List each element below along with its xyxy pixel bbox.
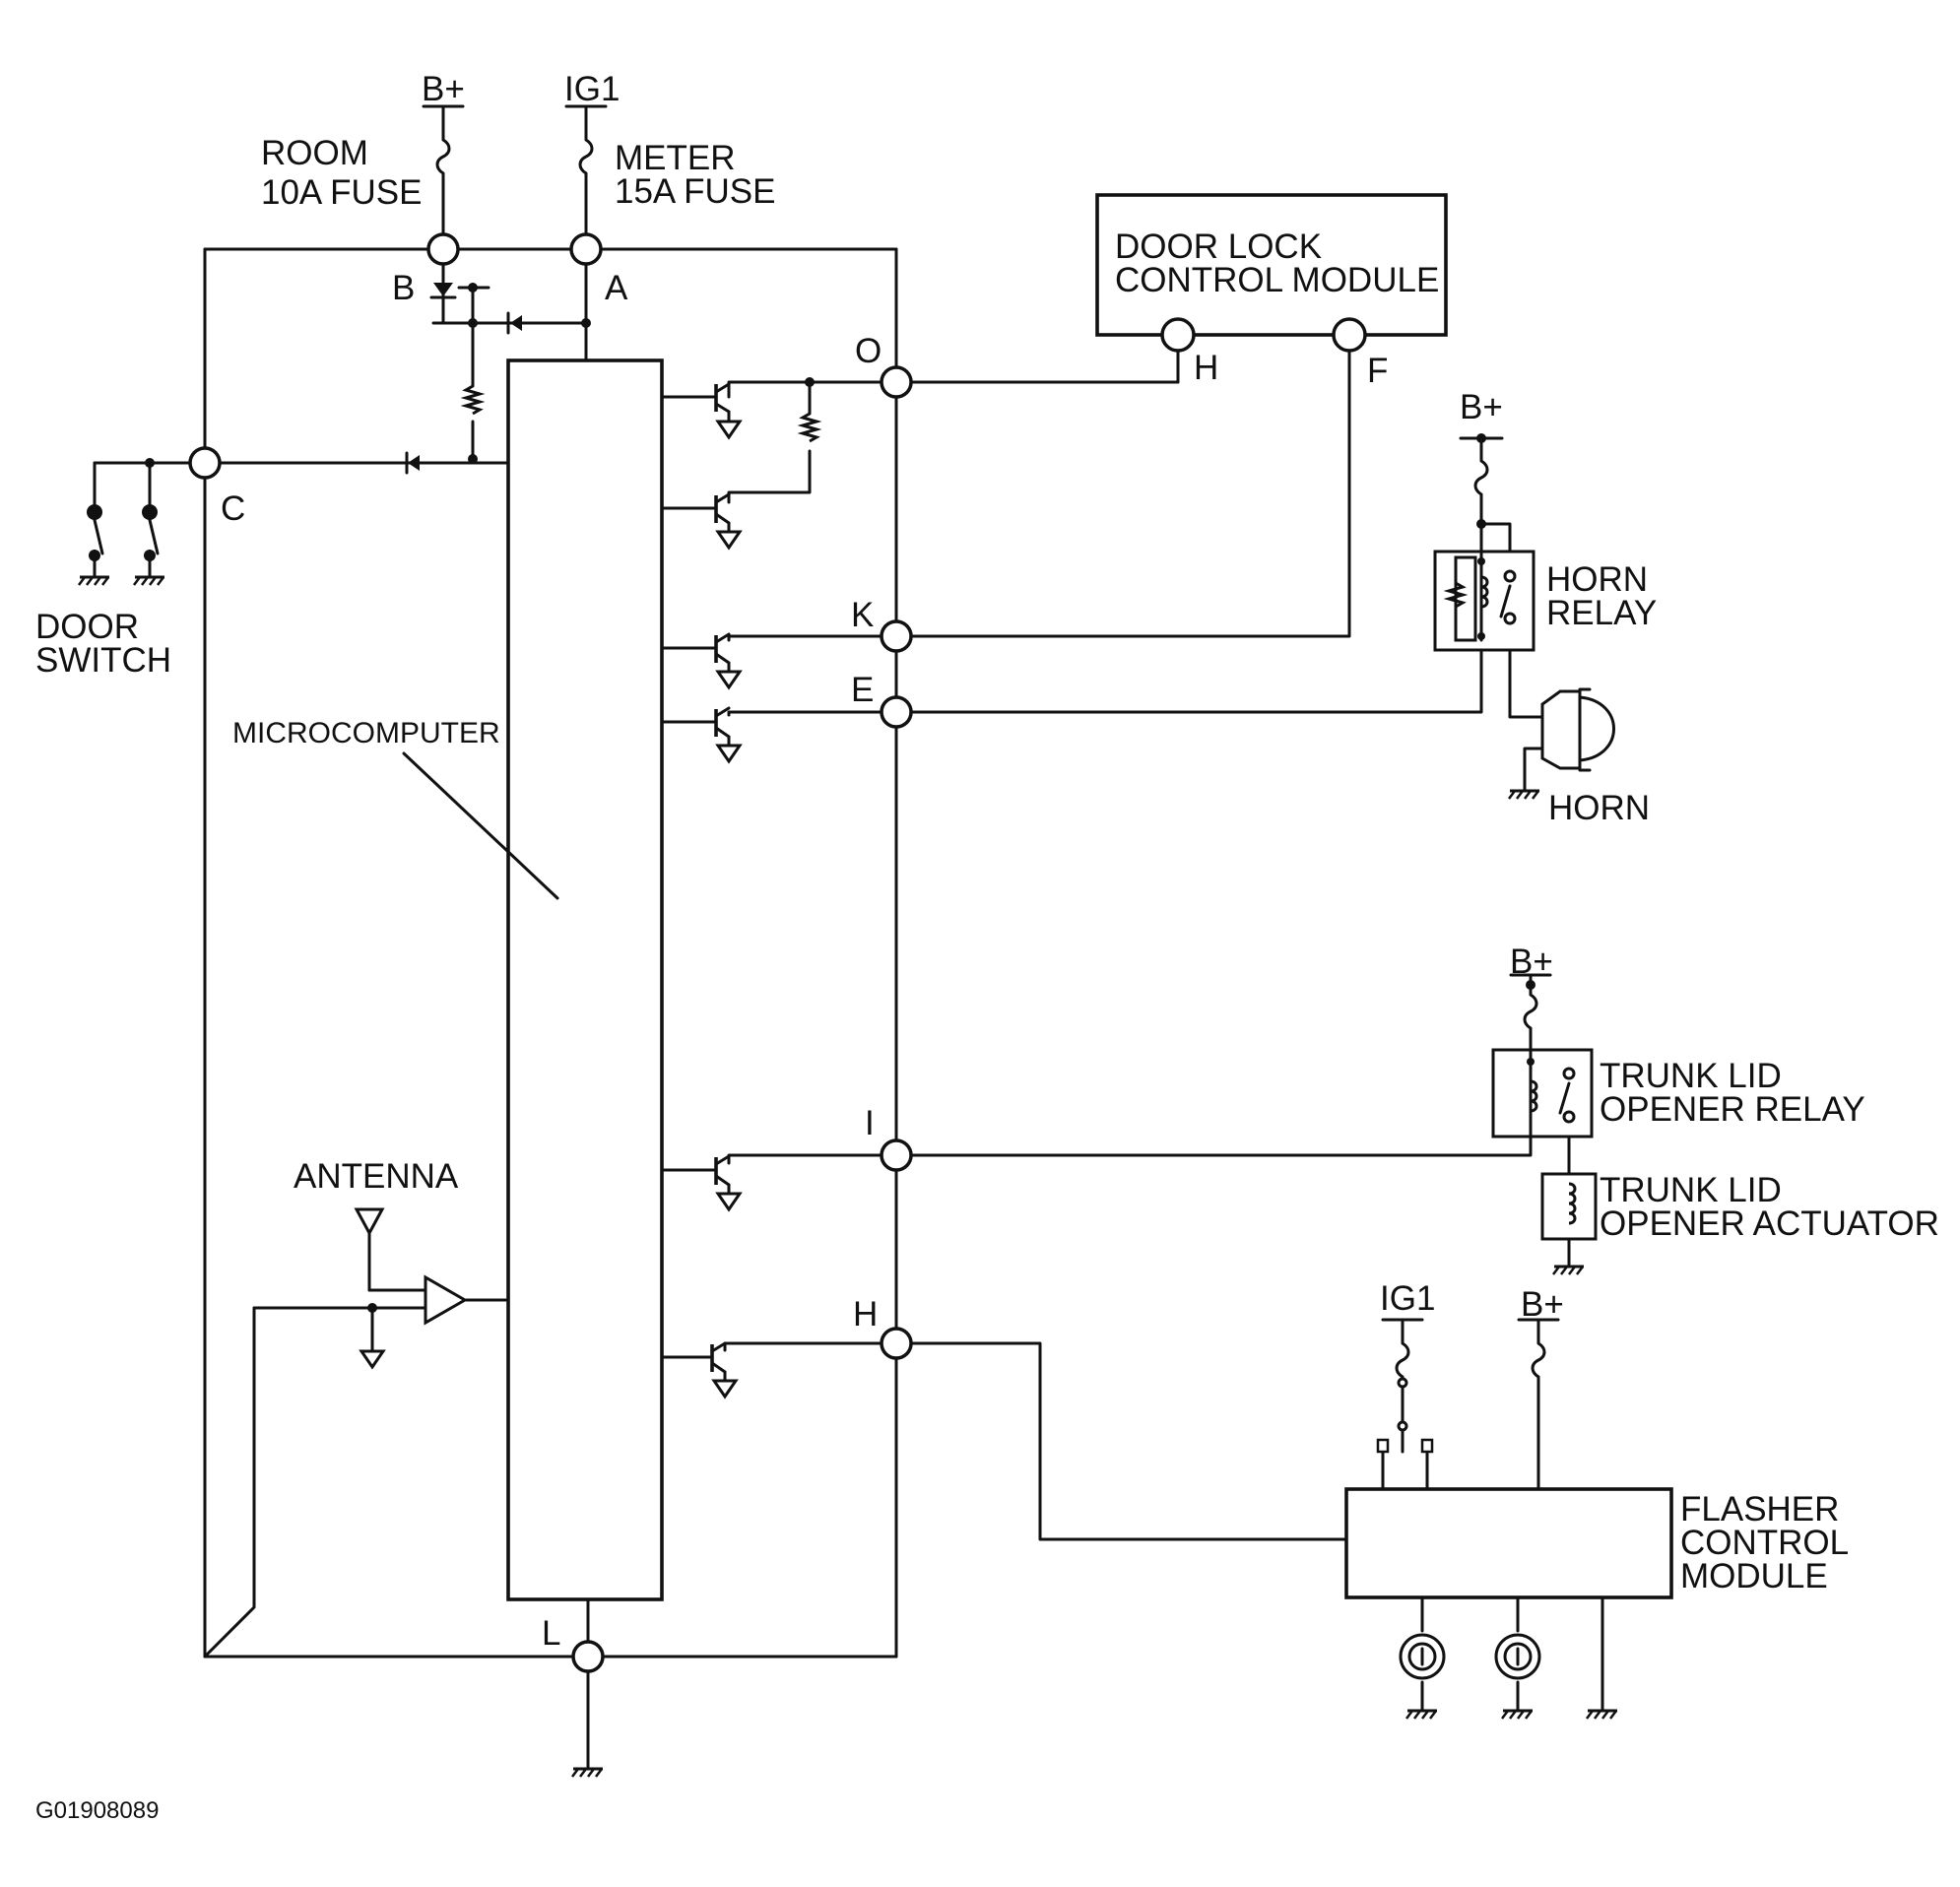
terminal-o-label: O xyxy=(855,332,882,370)
terminal-k xyxy=(880,619,913,653)
microcomputer-label: MICROCOMPUTER xyxy=(232,717,500,749)
terminal-c-label: C xyxy=(221,489,245,528)
flasher-bplus-label: B+ xyxy=(1521,1285,1564,1324)
microcomputer-block xyxy=(506,358,664,1601)
trunk-actuator-label-1: TRUNK LID xyxy=(1600,1171,1782,1209)
module-terminal-f-label: F xyxy=(1367,352,1388,390)
transistor-2 xyxy=(660,492,742,550)
trunk-relay-symbol xyxy=(1491,973,1594,1139)
room-fuse xyxy=(422,104,465,175)
module-terminal-h-label: H xyxy=(1194,349,1218,387)
resistor-1 xyxy=(460,384,486,416)
terminal-a-label: A xyxy=(605,269,628,307)
flasher-control-module xyxy=(1344,1487,1673,1599)
trunk-bplus-label: B+ xyxy=(1510,943,1553,981)
terminal-i-label: I xyxy=(865,1104,875,1142)
flasher-lamps xyxy=(1399,1633,1619,1721)
trunk-actuator-symbol xyxy=(1540,1172,1598,1276)
text-labels: B+ ROOM 10A FUSE IG1 METER 15A FUSE B A … xyxy=(35,70,1939,1824)
terminal-o xyxy=(880,365,913,399)
terminal-h-label: H xyxy=(853,1295,878,1334)
ground-l xyxy=(570,1767,605,1779)
door-lock-module-label-1: DOOR LOCK xyxy=(1115,228,1322,266)
room-fuse-label-2: 10A FUSE xyxy=(261,173,422,212)
door-switch-label-2: SWITCH xyxy=(35,641,171,680)
room-fuse-label-1: ROOM xyxy=(261,134,368,172)
terminal-e xyxy=(880,695,913,729)
terminal-h xyxy=(880,1327,913,1360)
flasher-supply-fuses xyxy=(1376,1318,1560,1454)
meter-fuse xyxy=(564,104,608,175)
terminal-l-label: L xyxy=(542,1614,560,1653)
module-terminal-f xyxy=(1332,317,1367,353)
terminal-i xyxy=(880,1139,913,1172)
horn-label: HORN xyxy=(1548,789,1650,827)
terminal-a xyxy=(569,232,603,266)
horn-symbol xyxy=(1507,687,1615,801)
terminal-b-label: B xyxy=(392,269,415,307)
transistor-3 xyxy=(660,632,742,689)
antenna-symbol xyxy=(354,1207,385,1237)
flasher-module-label-1: FLASHER xyxy=(1680,1490,1839,1529)
antenna-label: ANTENNA xyxy=(294,1157,459,1196)
terminal-b xyxy=(426,232,460,266)
flasher-module-label-3: MODULE xyxy=(1680,1557,1828,1595)
transistor-1 xyxy=(660,382,742,439)
meter-fuse-label-1: METER xyxy=(615,139,736,177)
horn-relay-symbol xyxy=(1433,436,1535,652)
transistor-6 xyxy=(660,1341,738,1399)
receiver-amplifier xyxy=(424,1274,469,1326)
meter-fuse-label-2: 15A FUSE xyxy=(615,172,775,211)
horn-relay-label-1: HORN xyxy=(1546,560,1648,599)
module-terminal-h xyxy=(1160,317,1196,353)
door-switch-label-1: DOOR xyxy=(35,608,139,646)
microcomputer-leader xyxy=(402,751,559,900)
terminal-e-label: E xyxy=(851,671,874,709)
transistor-5 xyxy=(660,1154,742,1211)
door-lock-control-module xyxy=(1095,193,1448,337)
figure-id-label: G01908089 xyxy=(35,1797,159,1824)
horn-bplus-label: B+ xyxy=(1460,388,1503,426)
wires xyxy=(93,104,1604,1771)
diode-a xyxy=(506,311,522,335)
terminal-l xyxy=(571,1640,605,1673)
trunk-relay-label-2: OPENER RELAY xyxy=(1600,1090,1865,1129)
door-lock-module-label-2: CONTROL MODULE xyxy=(1115,261,1439,299)
diode-b xyxy=(429,283,457,299)
transistor-4 xyxy=(660,706,742,763)
door-switch-symbol xyxy=(77,504,166,587)
trunk-relay-label-1: TRUNK LID xyxy=(1600,1057,1782,1095)
meter-ig1-label: IG1 xyxy=(564,70,620,108)
resistor-2 xyxy=(797,412,822,443)
diode-c xyxy=(405,451,420,475)
room-bplus-label: B+ xyxy=(422,70,465,108)
terminal-c xyxy=(188,446,222,480)
trunk-actuator-label-2: OPENER ACTUATOR xyxy=(1600,1204,1939,1243)
terminals xyxy=(188,232,1367,1673)
flasher-ig1-label: IG1 xyxy=(1380,1279,1435,1318)
terminal-k-label: K xyxy=(851,596,874,634)
horn-relay-label-2: RELAY xyxy=(1546,594,1657,632)
flasher-module-label-2: CONTROL xyxy=(1680,1524,1849,1562)
